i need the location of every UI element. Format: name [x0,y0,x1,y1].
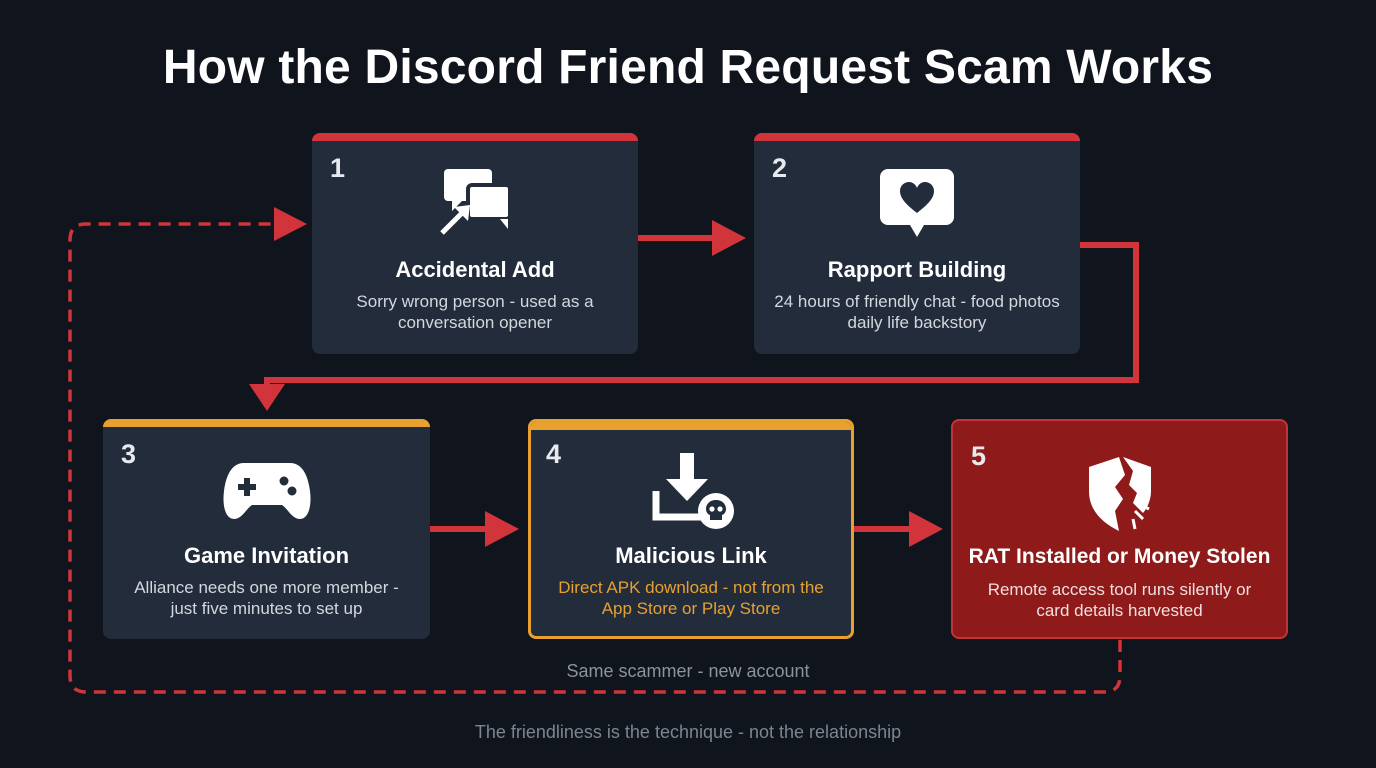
step-title: RAT Installed or Money Stolen [968,545,1271,568]
step-description: Direct APK download - not from the App S… [558,578,824,618]
card-accent-bar [312,133,638,141]
arrow-2-to-3-head [249,384,285,411]
card-accent-bar [103,419,430,427]
footer-caption: The friendliness is the technique - not … [474,722,902,742]
step-number: 1 [330,153,346,183]
step-title: Accidental Add [395,257,555,282]
step-card-4: 4 Malicious Link Direct APK download - n… [528,419,854,639]
step-number: 3 [121,439,137,469]
step-description: 24 hours of friendly chat - food photos … [774,292,1060,332]
step-title: Rapport Building [827,257,1007,282]
step-number: 4 [546,439,562,469]
loop-back-dashed-line [68,222,1122,694]
arrow-1-to-2-head [712,220,746,256]
card-accent-bar [754,133,1080,141]
step-card-5: 5 RAT Installed or Money Stolen Remote a… [951,419,1288,639]
step-title: Malicious Link [615,543,767,568]
loop-label: Same scammer - new account [566,661,810,681]
chat-bubbles-arrow-icon [438,169,512,237]
step-card-1: 1 Accidental Add Sorry wrong person - us… [312,133,638,354]
broken-shield-icon [1088,457,1151,531]
arrow-4-to-5-head [909,511,943,547]
arrow-2-to-3-line [264,242,1139,388]
step-number: 5 [971,441,987,471]
diagram-title: How the Discord Friend Request Scam Work… [162,41,1214,94]
loop-arrowhead [274,207,307,241]
gamepad-icon [222,463,311,519]
step-description: Alliance needs one more member - just fi… [134,578,399,618]
step-description: Sorry wrong person - used as a conversat… [356,292,594,332]
step-card-3: 3 Game Invitation Alliance needs one mor… [103,419,430,639]
arrow-3-to-4-head [485,511,519,547]
card-accent-bar [531,422,851,430]
download-skull-icon [652,453,734,529]
step-description: Remote access tool runs silently or card… [987,580,1252,620]
heart-message-icon [880,169,954,237]
step-title: Game Invitation [183,543,350,568]
step-card-2: 2 Rapport Building 24 hours of friendly … [754,133,1080,354]
step-number: 2 [772,153,788,183]
